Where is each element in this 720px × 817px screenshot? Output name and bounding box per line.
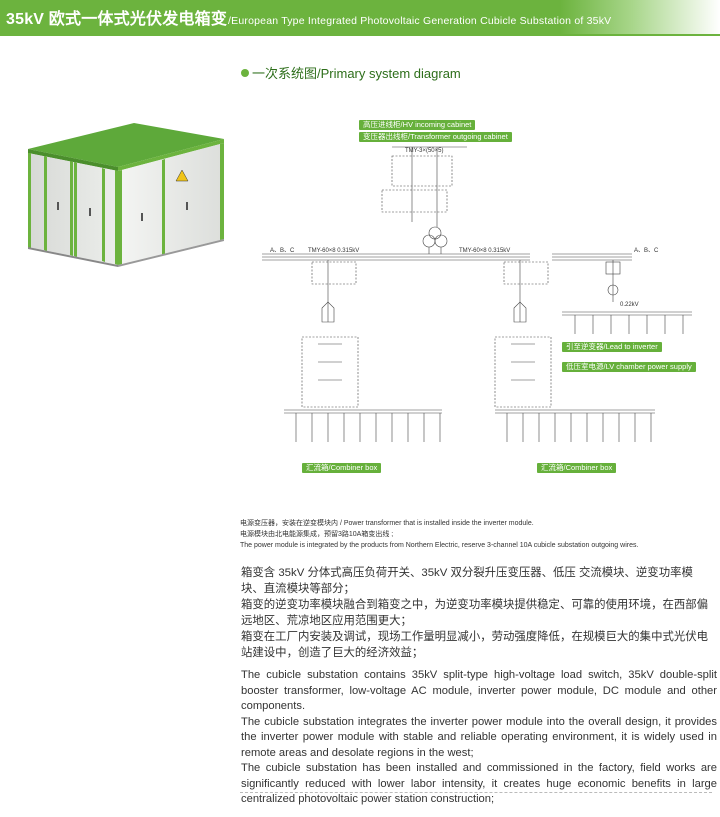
description-zh-p1: 箱变含 35kV 分体式高压负荷开关、35kV 双分裂升压变压器、低压 交流模块… xyxy=(241,567,693,595)
header-band xyxy=(0,0,600,34)
transformer-cabinet-label: 变压器出线柜/Transformer outgoing cabinet xyxy=(359,132,512,142)
diagram-notes: 电源变压器，安装在逆变模块内 / Power transformer that … xyxy=(240,518,710,551)
header-underline xyxy=(0,34,720,36)
lv-supply-label: 低压室电源/LV chamber power supply xyxy=(562,362,696,372)
abc-left-label: A、B、C xyxy=(270,248,295,254)
note-line-3: The power module is integrated by the pr… xyxy=(240,542,639,549)
cubicle-substation-photo xyxy=(26,93,232,272)
description-zh-p2: 箱变的逆变功率模块融合到箱变之中，为逆变功率模块提供稳定、可靠的使用环境，在西部… xyxy=(241,599,709,627)
title-en: /European Type Integrated Photovoltaic G… xyxy=(228,15,612,27)
header-fade xyxy=(560,0,720,34)
title-zh: 35kV 欧式一体式光伏发电箱变 xyxy=(6,11,228,28)
bottom-divider xyxy=(240,792,712,793)
busbar-right-label: TMY-60×8 0.315kV xyxy=(459,248,510,254)
page-header: 35kV 欧式一体式光伏发电箱变/European Type Integrate… xyxy=(0,0,720,36)
description-en: The cubicle substation contains 35kV spl… xyxy=(241,668,717,808)
description-en-p3: The cubicle substation has been installe… xyxy=(241,762,717,805)
busbar-top-label: TMY-3×(50×5) xyxy=(405,148,443,154)
bullet-icon xyxy=(241,69,249,77)
description-zh-p3: 箱变在工厂内安装及调试，现场工作量明显减小，劳动强度降低，在规模巨大的集中式光伏… xyxy=(241,631,709,659)
description-en-p1: The cubicle substation contains 35kV spl… xyxy=(241,669,717,712)
description-en-p2: The cubicle substation integrates the in… xyxy=(241,715,717,759)
combiner-box-label-2: 汇流箱/Combiner box xyxy=(537,463,617,473)
note-line-2: 电源模块由北电能源集成，预留3路10A箱变出线 ; xyxy=(240,531,394,538)
primary-system-diagram: TMY-3×(50×5) A、B、C A、B、C TMY-60×8 0.315k… xyxy=(262,112,714,487)
hv-cabinet-label: 高压进线柜/HV incoming cabinet xyxy=(359,120,476,130)
voltage-right-label: 0.22kV xyxy=(620,302,639,308)
combiner-box-label-1: 汇流箱/Combiner box xyxy=(302,463,382,473)
inverter-label: 引至逆变器/Lead to inverter xyxy=(562,342,662,352)
note-line-1: 电源变压器，安装在逆变模块内 / Power transformer that … xyxy=(240,520,534,527)
section-title: 一次系统图/Primary system diagram xyxy=(241,63,461,82)
page-title: 35kV 欧式一体式光伏发电箱变/European Type Integrate… xyxy=(6,5,611,29)
description-zh: 箱变含 35kV 分体式高压负荷开关、35kV 双分裂升压变压器、低压 交流模块… xyxy=(241,565,713,661)
section-title-text: 一次系统图/Primary system diagram xyxy=(252,66,461,81)
abc-right-label: A、B、C xyxy=(634,248,659,254)
busbar-left-label: TMY-60×8 0.315kV xyxy=(308,248,359,254)
